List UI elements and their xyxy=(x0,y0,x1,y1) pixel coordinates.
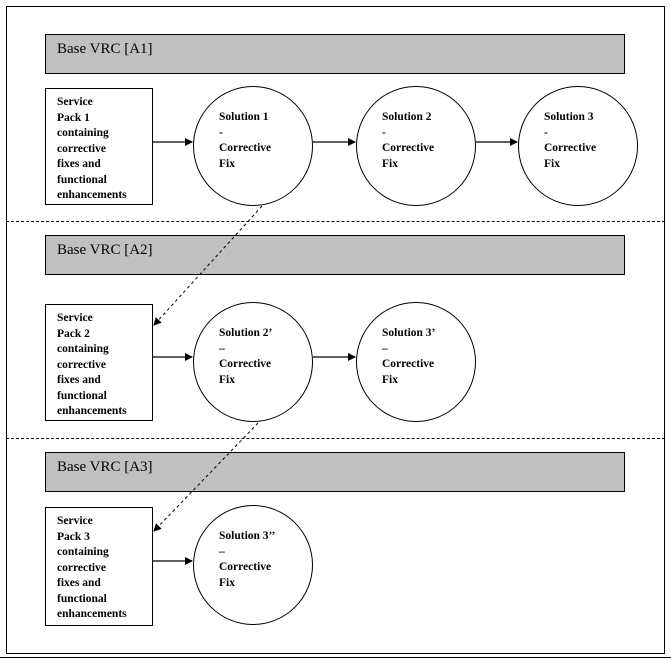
service-pack-2-box: Service Pack 2 containing corrective fix… xyxy=(45,304,153,421)
diagram-frame xyxy=(6,6,665,654)
solution-3-prime-node: Solution 3’ – Corrective Fix xyxy=(356,302,476,422)
section-divider-1 xyxy=(6,221,665,222)
solution-1-node: Solution 1 - Corrective Fix xyxy=(193,86,313,206)
base-vrc-a1-header: Base VRC [A1] xyxy=(45,34,625,74)
base-vrc-a2-header: Base VRC [A2] xyxy=(45,235,625,275)
solution-3-prime-label: Solution 3’ – Corrective Fix xyxy=(382,327,436,386)
solution-2-label: Solution 2 - Corrective Fix xyxy=(382,111,435,170)
dashed-arrow-solution1-to-pack2 xyxy=(153,205,263,326)
service-pack-1-box: Service Pack 1 containing corrective fix… xyxy=(45,88,153,205)
base-vrc-a3-header: Base VRC [A3] xyxy=(45,452,625,492)
solution-2-prime-label: Solution 2’ – Corrective Fix xyxy=(219,327,273,386)
bottom-rule xyxy=(0,657,671,658)
solution-3-node: Solution 3 - Corrective Fix xyxy=(518,86,638,206)
solution-2-prime-node: Solution 2’ – Corrective Fix xyxy=(193,302,313,422)
solution-2-node: Solution 2 - Corrective Fix xyxy=(356,86,476,206)
solution-3-double-prime-node: Solution 3’’ – Corrective Fix xyxy=(193,505,313,625)
dashed-arrow-solution2-prime-to-pack3 xyxy=(153,422,259,532)
solution-3-label: Solution 3 - Corrective Fix xyxy=(544,111,597,170)
section-divider-2 xyxy=(6,438,665,439)
solution-1-label: Solution 1 - Corrective Fix xyxy=(219,111,272,170)
solution-3-double-prime-label: Solution 3’’ – Corrective Fix xyxy=(219,530,276,589)
service-pack-3-box: Service Pack 3 containing corrective fix… xyxy=(45,507,153,626)
